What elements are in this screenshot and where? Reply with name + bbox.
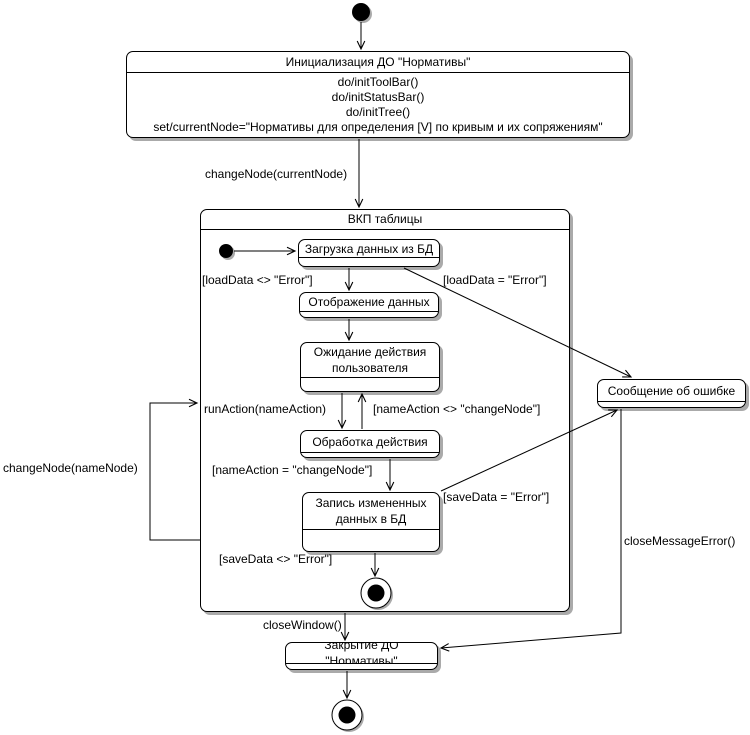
state-process-action: Обработка действия — [300, 430, 440, 458]
transition-label-change-node-name: changeNode(nameNode) — [3, 461, 138, 475]
state-error-message: Сообщение об ошибке — [597, 379, 746, 408]
action-init-toolbar: do/initToolBar() — [337, 75, 419, 89]
state-display-data-title: Отображение данных — [308, 295, 430, 309]
state-init-do: Инициализация ДО "Нормативы" do/initTool… — [126, 51, 630, 138]
state-display-data-compartment — [300, 311, 438, 317]
initial-state-top — [352, 3, 372, 23]
transition-label-name-action-neq: [nameAction <> "changeNode"] — [373, 402, 541, 416]
state-wait-user: Ожидание действия пользователя — [300, 342, 440, 392]
state-load-data-title: Загрузка данных из БД — [304, 241, 434, 256]
transition-label-change-node-current: changeNode(currentNode) — [205, 167, 348, 181]
state-process-action-compartment — [301, 452, 439, 457]
transition-label-save-ok: [saveData <> "Error"] — [219, 552, 333, 566]
action-init-statusbar: do/initStatusBar() — [331, 90, 425, 104]
state-close-do-title: Закрытие ДО "Нормативы" — [324, 643, 399, 663]
state-init-do-title: Инициализация ДО "Нормативы" — [127, 52, 629, 73]
action-init-tree: do/initTree() — [345, 105, 411, 119]
state-error-message-title: Сообщение об ошибке — [607, 383, 736, 398]
state-load-data-compartment — [299, 257, 439, 266]
state-error-message-compartment — [598, 401, 745, 407]
action-set-current-node: set/currentNode="Нормативы для определен… — [153, 120, 603, 134]
state-init-do-actions: do/initToolBar() do/initStatusBar() do/i… — [127, 73, 629, 137]
transition-label-load-ok: [loadData <> "Error"] — [202, 273, 313, 287]
state-wait-user-compartment — [301, 377, 439, 391]
state-save-data: Запись измененных данных в БД — [302, 492, 440, 552]
state-load-data: Загрузка данных из БД — [298, 239, 440, 267]
transition-label-name-action-eq: [nameAction = "changeNode"] — [212, 463, 373, 477]
state-display-data: Отображение данных — [299, 292, 439, 318]
state-save-data-title: Запись измененных данных в БД — [315, 496, 427, 526]
state-close-do-compartment — [286, 663, 437, 669]
state-wait-user-title: Ожидание действия пользователя — [313, 345, 427, 375]
transition-label-load-error: [loadData = "Error"] — [443, 273, 547, 287]
transition-label-close-message-error: closeMessageError() — [624, 534, 736, 548]
transition-label-run-action: runAction(nameAction) — [204, 402, 327, 416]
transition-label-close-window: closeWindow() — [263, 618, 342, 632]
transition-label-save-error: [saveData = "Error"] — [443, 490, 550, 504]
composite-state-title: ВКП таблицы — [201, 210, 569, 230]
state-save-data-compartment — [303, 529, 439, 551]
state-process-action-title: Обработка действия — [312, 434, 428, 449]
final-state-bottom — [331, 699, 364, 732]
state-close-do: Закрытие ДО "Нормативы" — [285, 642, 438, 670]
arrow-change-node-selfloop — [149, 398, 201, 541]
